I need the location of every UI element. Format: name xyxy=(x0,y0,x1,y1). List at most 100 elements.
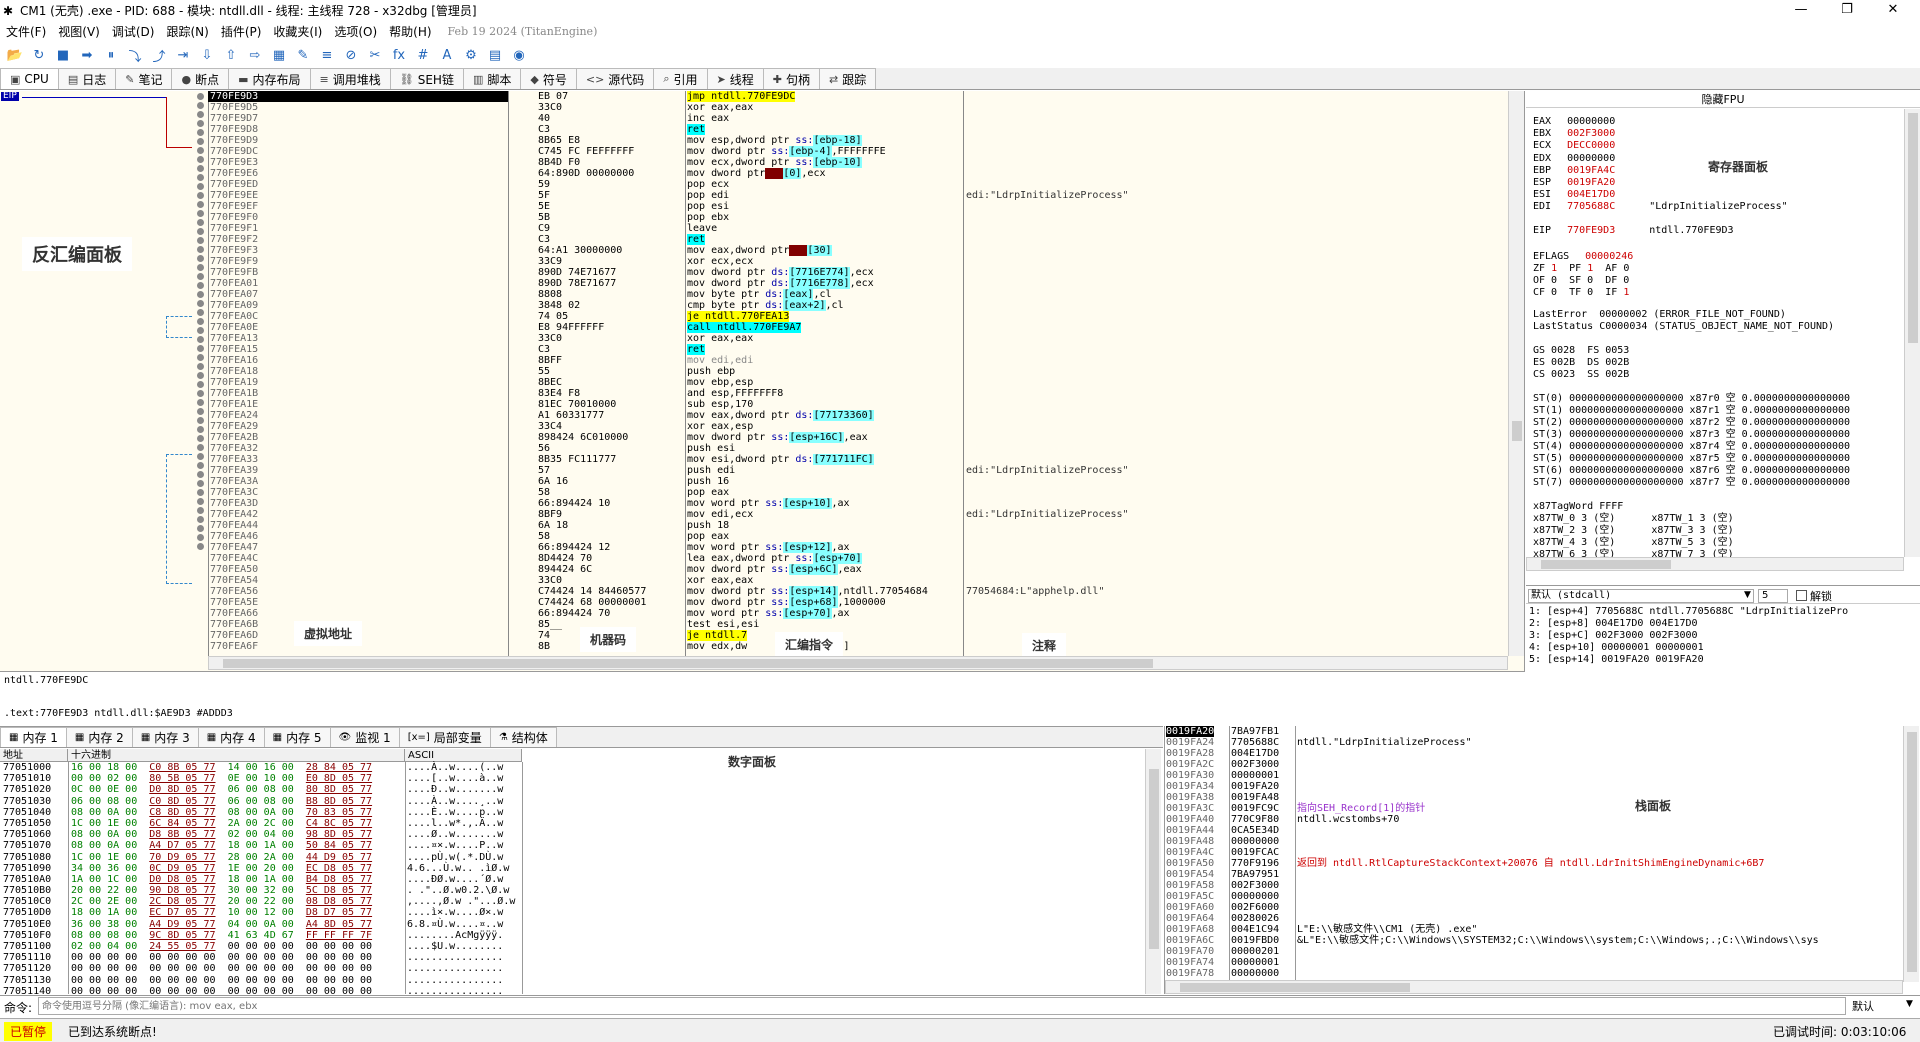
stack-address[interactable]: 0019FA2C xyxy=(1166,759,1215,770)
dump-ascii-row[interactable]: ........AcMgÿÿÿ. xyxy=(407,929,504,941)
breakpoint-dot[interactable] xyxy=(197,237,204,244)
breakpoint-dot[interactable] xyxy=(197,327,204,334)
dump-address[interactable]: 770510D0 xyxy=(3,907,52,919)
breakpoint-dot[interactable] xyxy=(197,309,204,316)
dump-address[interactable]: 77051020 xyxy=(3,784,52,796)
address-cell[interactable]: 770FEA3C xyxy=(210,487,259,498)
dump-tab-0[interactable]: ▦内存 1 xyxy=(0,727,67,747)
stack-value[interactable]: 7705688C xyxy=(1231,737,1280,748)
instruction-row[interactable]: mov edi,ecx xyxy=(687,509,754,520)
fpu-row[interactable]: ST(1) 0000000000000000000 x87r1 空 0.0000… xyxy=(1533,405,1851,416)
tab-6[interactable]: ⛓SEH链 xyxy=(389,68,464,89)
dump-hex-row[interactable]: 34 00 36 00 0C D9 05 77 1E 00 20 00 EC D… xyxy=(71,862,373,874)
address-cell[interactable]: 770FEA32 xyxy=(210,443,259,454)
toolbar-icon-6[interactable]: ⤴ xyxy=(152,49,166,65)
breakpoint-dot[interactable] xyxy=(197,363,204,370)
stack-address[interactable]: 0019FA28 xyxy=(1166,748,1215,759)
toolbar-icon-15[interactable]: ✂ xyxy=(369,47,381,63)
breakpoint-dot[interactable] xyxy=(197,408,204,415)
breakpoint-dot[interactable] xyxy=(197,291,204,298)
toolbar-icon-11[interactable]: ▦ xyxy=(272,47,286,63)
dump-ascii-row[interactable]: ................ xyxy=(407,974,504,986)
toolbar-icon-1[interactable]: ↻ xyxy=(33,47,45,63)
minimize-button[interactable]: — xyxy=(1794,2,1808,17)
dump-address[interactable]: 77051070 xyxy=(3,840,52,852)
breakpoint-dot[interactable] xyxy=(197,498,204,505)
address-cell[interactable]: 770FEA3D xyxy=(210,498,259,509)
instruction-row[interactable]: xor eax,eax xyxy=(687,102,754,113)
toolbar-icon-9[interactable]: ⇧ xyxy=(225,47,237,63)
stack-value[interactable]: 0019FC9C xyxy=(1231,803,1280,814)
instruction-row[interactable]: push edi xyxy=(687,465,736,476)
breakpoint-dot[interactable] xyxy=(197,255,204,262)
breakpoint-dot[interactable] xyxy=(197,174,204,181)
dump-address[interactable]: 77051140 xyxy=(3,985,52,997)
dump-tab-3[interactable]: ▦内存 4 xyxy=(197,727,265,747)
address-cell[interactable]: 770FEA18 xyxy=(210,366,259,377)
address-cell[interactable]: 770FEA3A xyxy=(210,476,259,487)
fpu-row[interactable]: ST(7) 0000000000000000000 x87r7 空 0.0000… xyxy=(1533,477,1851,488)
instruction-row[interactable]: sub esp,170 xyxy=(687,399,754,410)
instruction-row[interactable]: mov dword ptr ss:[esp+14],ntdll.77054684 xyxy=(687,586,928,597)
x87-tag-row[interactable]: x87TW_6 3 (空) x87TW_7 3 (空) xyxy=(1533,549,1734,560)
flag-row[interactable]: ZF 1 PF 1 AF 0 xyxy=(1533,263,1630,274)
x87-tag-row[interactable]: x87TW_0 3 (空) x87TW_1 3 (空) xyxy=(1533,513,1734,524)
toolbar-icon-7[interactable]: ⇥ xyxy=(177,47,189,63)
tab-1[interactable]: ▤日志 xyxy=(57,68,117,89)
menu-file[interactable]: 文件(F) xyxy=(6,25,47,39)
instruction-row[interactable]: xor ecx,ecx xyxy=(687,256,754,267)
address-cell[interactable]: 770FE9D3 xyxy=(208,91,508,102)
dump-ascii-row[interactable]: ....¤×.w....P..w xyxy=(407,840,504,852)
instruction-row[interactable]: mov edi,edi xyxy=(687,355,754,366)
stack-address[interactable]: 0019FA68 xyxy=(1166,924,1215,935)
dump-address[interactable]: 77051060 xyxy=(3,829,52,841)
instruction-row[interactable]: xor eax,eax xyxy=(687,333,754,344)
stack-value[interactable]: 00000201 xyxy=(1231,946,1280,957)
dump-hex-row[interactable]: 00 00 00 00 00 00 00 00 00 00 00 00 00 0… xyxy=(71,985,373,997)
instruction-row[interactable]: mov eax,dword ptr ds:[77173360] xyxy=(687,410,874,421)
tab-7[interactable]: ▥脚本 xyxy=(462,68,522,89)
dump-hex-row[interactable]: 06 00 08 00 C0 8D 05 77 06 00 08 00 B8 8… xyxy=(71,795,373,807)
breakpoint-dot[interactable] xyxy=(197,435,204,442)
breakpoint-dot[interactable] xyxy=(197,426,204,433)
dump-tab-6[interactable]: [x=]局部变量 xyxy=(398,727,491,747)
stack-address[interactable]: 0019FA40 xyxy=(1166,814,1215,825)
stack-address[interactable]: 0019FA34 xyxy=(1166,781,1215,792)
address-cell[interactable]: 770FEA29 xyxy=(210,421,259,432)
command-mode-select[interactable]: 默认 xyxy=(1852,1000,1874,1013)
address-cell[interactable]: 770FEA6D xyxy=(210,630,259,641)
breakpoint-dot[interactable] xyxy=(197,543,204,550)
instruction-row[interactable]: ret xyxy=(687,234,706,245)
address-cell[interactable]: 770FE9D9 xyxy=(210,135,259,146)
address-cell[interactable]: 770FEA6B xyxy=(210,619,259,630)
breakpoint-dot[interactable] xyxy=(197,525,204,532)
breakpoint-dots[interactable] xyxy=(196,91,206,552)
stack-address[interactable]: 0019FA24 xyxy=(1166,737,1215,748)
stack-value[interactable]: 0CA5E34D xyxy=(1231,825,1280,836)
dump-ascii-row[interactable]: ....Ð..w.......w xyxy=(407,784,504,796)
breakpoint-dot[interactable] xyxy=(197,282,204,289)
breakpoint-dot[interactable] xyxy=(197,471,204,478)
segment-row[interactable]: CS 0023 SS 002B xyxy=(1533,369,1630,380)
stack-address[interactable]: 0019FA70 xyxy=(1166,946,1215,957)
tab-5[interactable]: ≡调用堆栈 xyxy=(309,68,391,89)
address-cell[interactable]: 770FE9EF xyxy=(210,201,259,212)
call-arg-row[interactable]: 2: [esp+8] 004E17D0 004E17D0 xyxy=(1529,618,1698,629)
dump-address[interactable]: 77051030 xyxy=(3,795,52,807)
dump-hex-row[interactable]: 0C 00 0E 00 D0 8D 05 77 06 00 08 00 80 8… xyxy=(71,784,373,796)
register-value[interactable]: 0019FA20 xyxy=(1567,177,1616,188)
register-value[interactable]: 00000000 xyxy=(1567,152,1616,164)
address-cell[interactable]: 770FE9EE xyxy=(210,190,259,201)
menu-plugins[interactable]: 插件(P) xyxy=(220,25,262,39)
breakpoint-dot[interactable] xyxy=(197,264,204,271)
breakpoint-dot[interactable] xyxy=(197,228,204,235)
regs-hscroll[interactable] xyxy=(1526,557,1904,571)
breakpoint-dot[interactable] xyxy=(197,318,204,325)
